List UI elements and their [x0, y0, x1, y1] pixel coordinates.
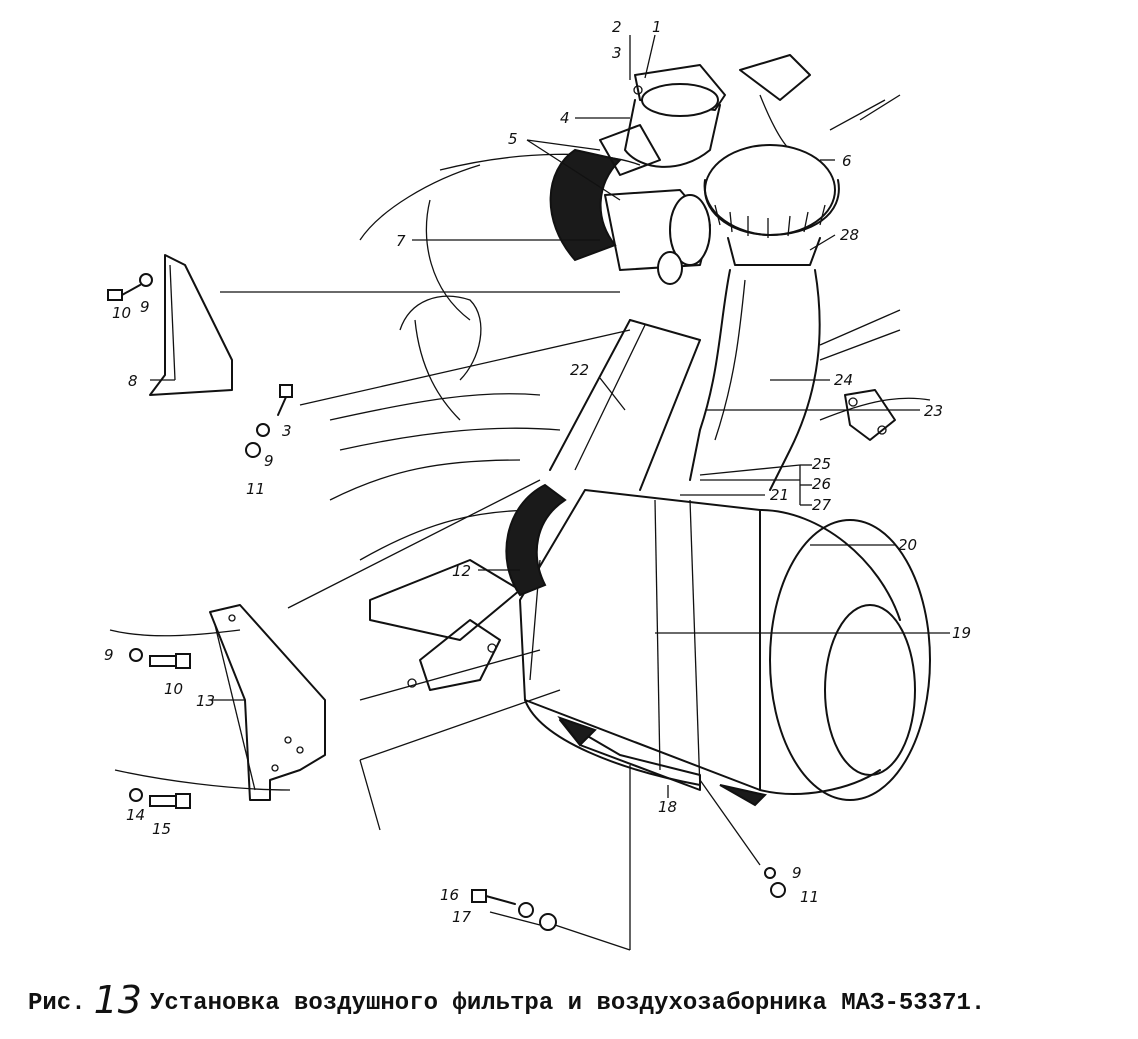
- intake-flange: [624, 64, 726, 168]
- pipe-22: [549, 319, 701, 491]
- hose-12: [505, 483, 567, 597]
- label-3: 3: [612, 44, 622, 62]
- precleaner-cap: [703, 144, 840, 266]
- bracket-8: [149, 254, 233, 396]
- caption-text: Установка воздушного фильтра и воздухоза…: [149, 990, 986, 1017]
- label-6: 6: [842, 152, 852, 170]
- bolt-set-lower-left: [129, 648, 191, 809]
- label-1: 1: [652, 18, 662, 36]
- label-11: 11: [246, 480, 265, 498]
- housing-7: [604, 189, 711, 285]
- label-11: 11: [800, 888, 819, 906]
- hose-5: [549, 124, 661, 262]
- label-24: 24: [834, 371, 853, 389]
- label-9: 9: [140, 298, 150, 316]
- caption-number: 13: [93, 978, 142, 1022]
- strap-18: [557, 716, 767, 807]
- leader-lines: [150, 34, 950, 951]
- caption-prefix: Рис.: [28, 990, 86, 1017]
- label-13: 13: [196, 692, 215, 710]
- label-2: 2: [612, 18, 622, 36]
- label-20: 20: [898, 536, 917, 554]
- label-21: 21: [770, 486, 789, 504]
- label-15: 15: [152, 820, 171, 838]
- label-3: 3: [282, 422, 292, 440]
- label-7: 7: [396, 232, 406, 250]
- bolt-set-middle-left: [245, 384, 293, 458]
- bracket-13: [109, 604, 326, 801]
- label-28: 28: [840, 226, 859, 244]
- label-14: 14: [126, 806, 145, 824]
- callout-labels: 1 2 3 4 5 6 7 28 10 9 8 3 9 11 22 24 23 …: [104, 18, 971, 926]
- label-17: 17: [452, 908, 472, 926]
- label-10: 10: [164, 680, 183, 698]
- figure-caption: Рис. 13 Установка воздушного фильтра и воз…: [28, 978, 1128, 1022]
- label-9: 9: [792, 864, 802, 882]
- label-23: 23: [924, 402, 943, 420]
- label-26: 26: [812, 475, 831, 493]
- label-9: 9: [264, 452, 274, 470]
- bolt-set-bottom: [471, 867, 786, 931]
- label-12: 12: [452, 562, 471, 580]
- label-5: 5: [508, 130, 518, 148]
- label-4: 4: [560, 109, 570, 127]
- label-25: 25: [812, 455, 831, 473]
- assembly-drawing: 1 2 3 4 5 6 7 28 10 9 8 3 9 11 22 24 23 …: [104, 18, 971, 951]
- label-27: 27: [812, 496, 832, 514]
- intake-pipe-24: [689, 269, 821, 491]
- label-19: 19: [952, 624, 971, 642]
- bolt-set-upper-left: [107, 273, 153, 301]
- label-18: 18: [658, 798, 677, 816]
- label-22: 22: [570, 361, 589, 379]
- air-filter-19: [519, 489, 931, 801]
- label-10: 10: [112, 304, 131, 322]
- label-9: 9: [104, 646, 114, 664]
- label-16: 16: [440, 886, 459, 904]
- label-8: 8: [128, 372, 138, 390]
